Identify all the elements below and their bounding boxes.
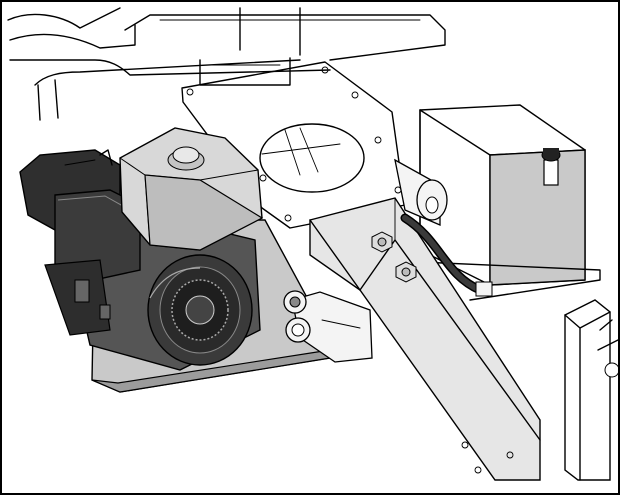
recoil-starter bbox=[147, 254, 253, 366]
pivot-bracket bbox=[371, 158, 448, 283]
fuel-cap bbox=[167, 146, 205, 171]
reservoir-filler-cap bbox=[541, 148, 561, 186]
hex-bolt-lower bbox=[395, 261, 417, 283]
upper-frame bbox=[7, 7, 446, 121]
hitch-tongue bbox=[283, 290, 373, 363]
air-filter-housing bbox=[19, 149, 141, 283]
rear-post bbox=[564, 299, 620, 481]
hex-bolt-upper bbox=[371, 231, 393, 253]
engine bbox=[19, 149, 261, 371]
hydraulic-hose bbox=[400, 213, 493, 297]
fuel-tank bbox=[99, 127, 264, 251]
